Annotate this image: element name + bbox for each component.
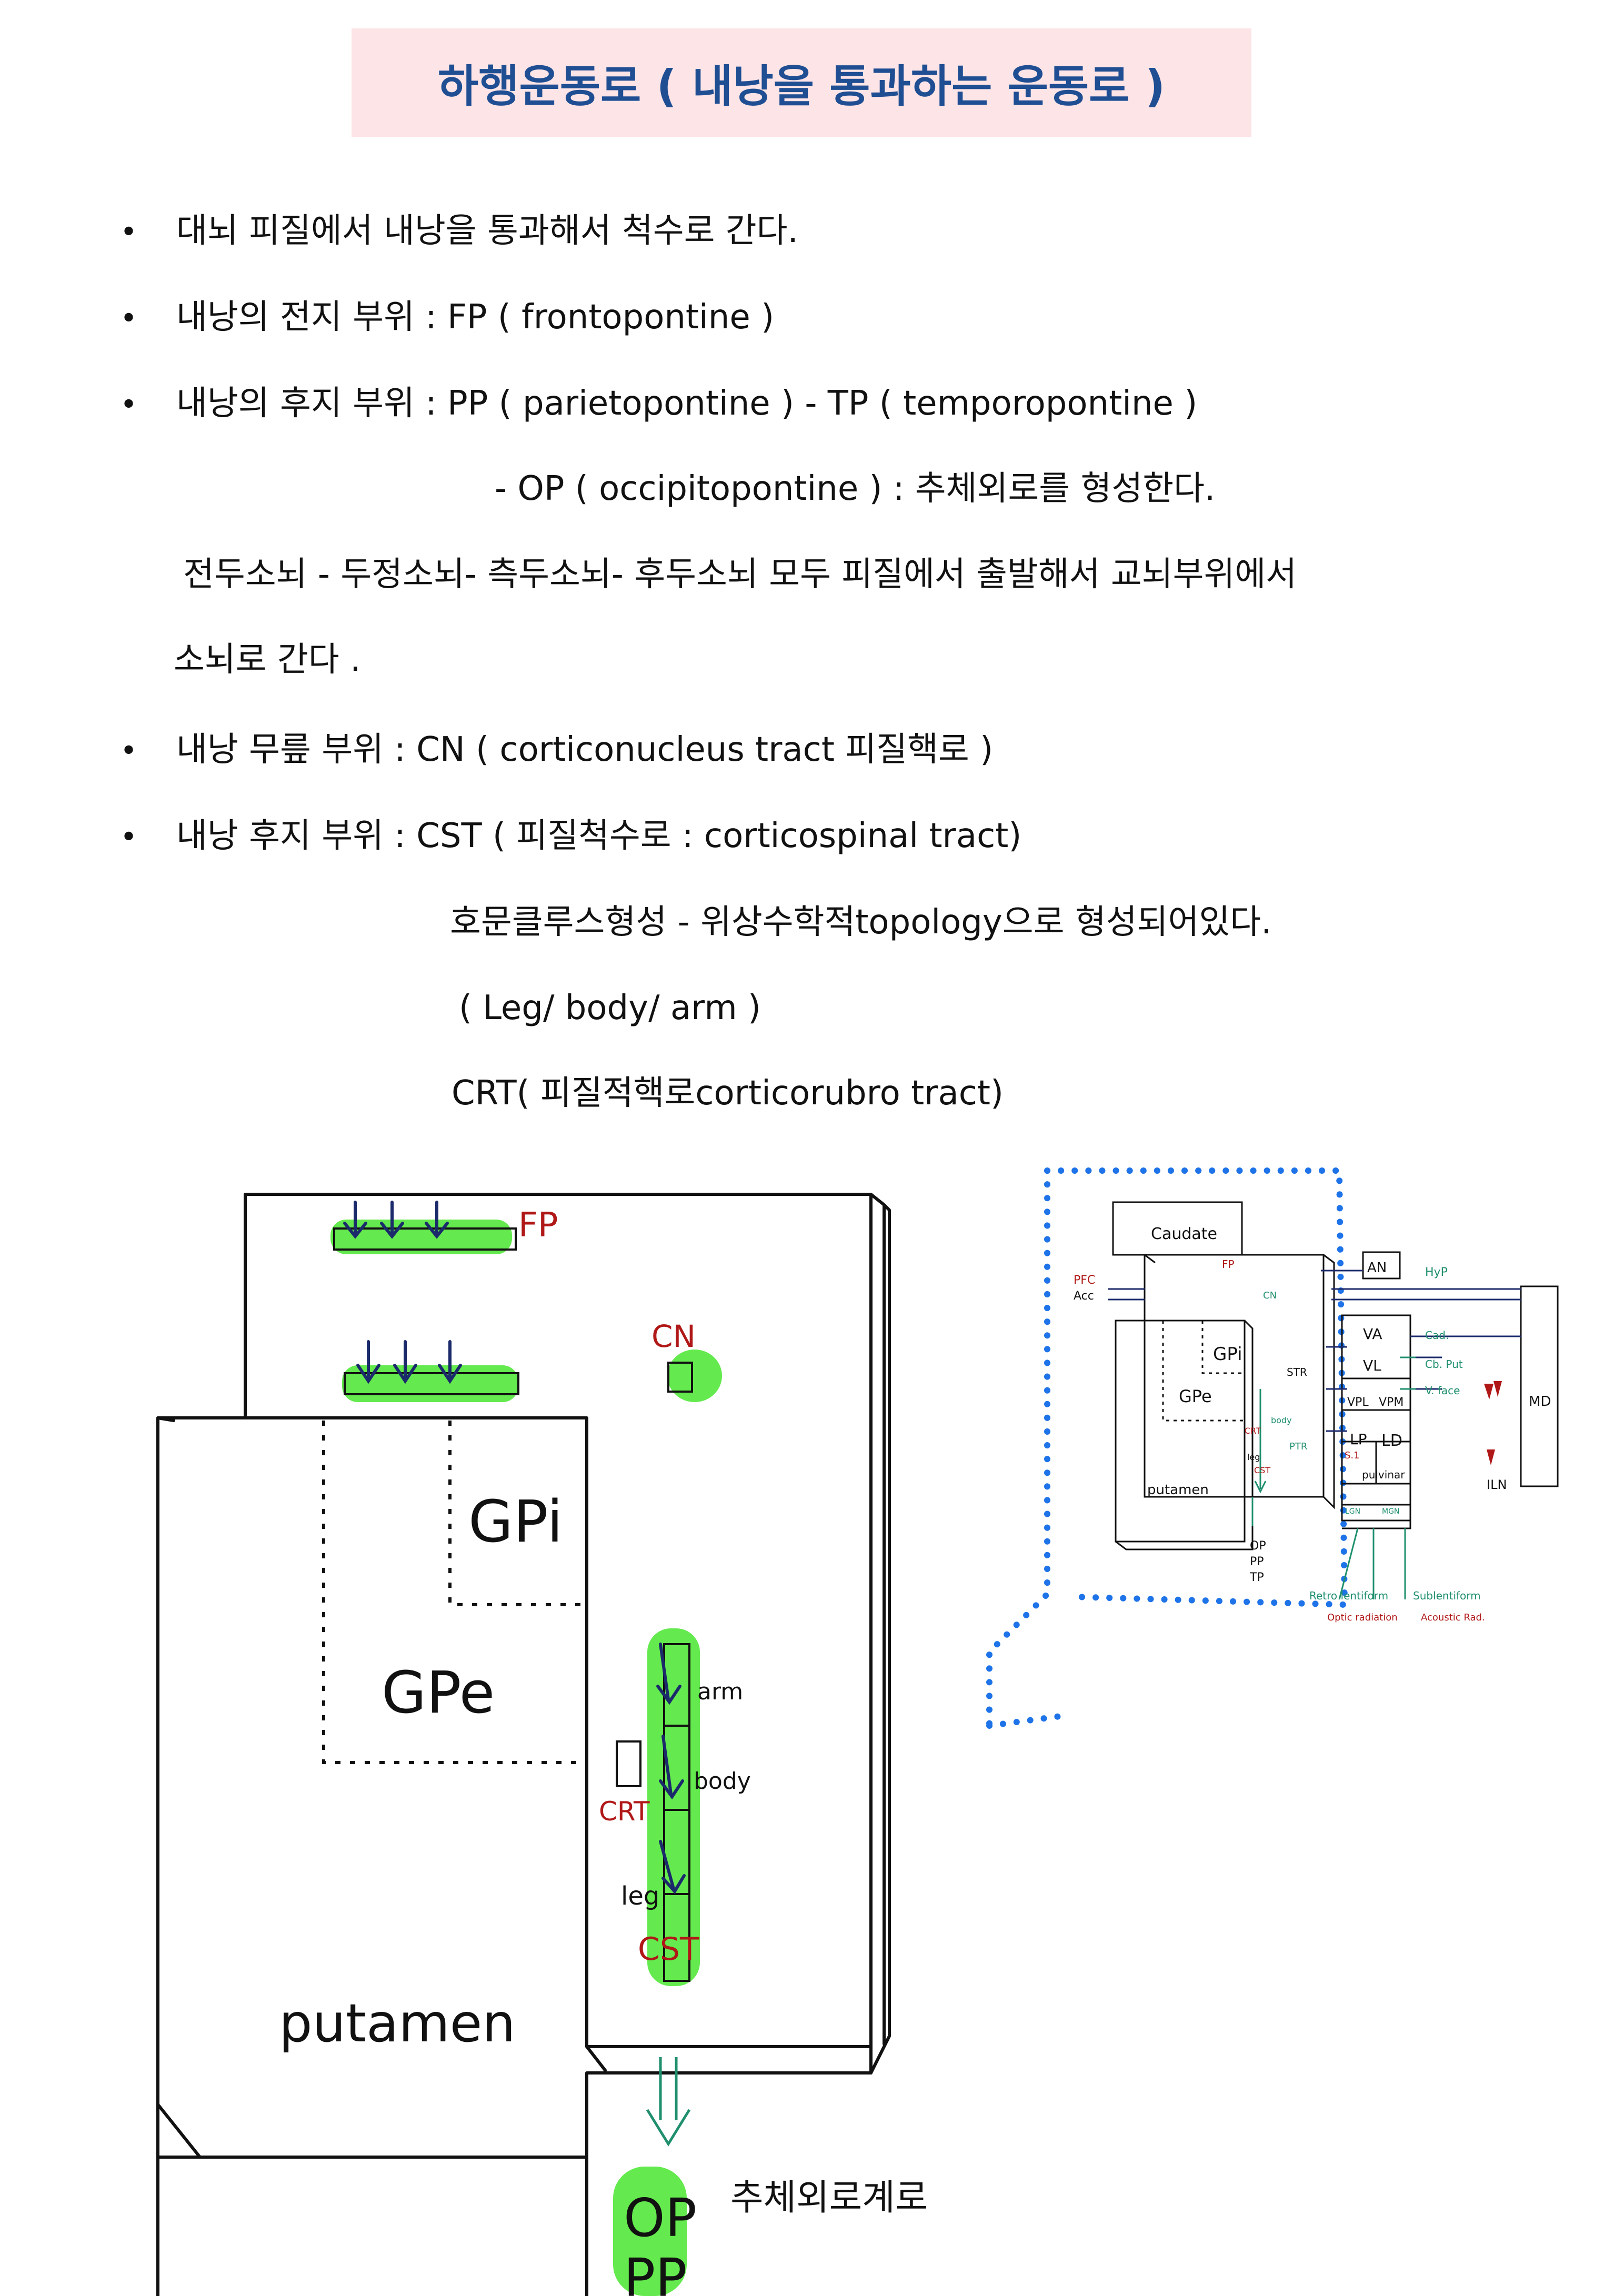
text-line-8: 내낭 후지 부위 : CST ( 피질척수로 : corticospinal t… xyxy=(176,817,1022,855)
text-line-4: - OP ( occipitopontine ) : 추체외로를 형성한다. xyxy=(495,469,1216,508)
small-md-label: MD xyxy=(1529,1394,1551,1409)
caption-label: 추체외로계로 xyxy=(730,2177,928,2219)
small-putamen-label: putamen xyxy=(1147,1482,1209,1498)
cn-highlight xyxy=(667,1350,722,1402)
small-op-label: OP xyxy=(1250,1539,1266,1553)
small-lgn-label: LGN xyxy=(1345,1507,1360,1516)
capsule-right-edge xyxy=(869,1203,891,2075)
small-ptr-label: PTR xyxy=(1289,1441,1307,1452)
small-va-label: VA xyxy=(1363,1325,1382,1343)
small-vl-label: VL xyxy=(1363,1357,1381,1374)
bullet-icon: • xyxy=(120,388,138,422)
small-retro-label: Retro lentiform xyxy=(1309,1589,1388,1602)
small-pp-label: PP xyxy=(1250,1555,1264,1568)
text-line-9: 호문클루스형성 - 위상수학적topology으로 형성되어있다. xyxy=(450,903,1272,942)
small-mgn-label: MGN xyxy=(1382,1507,1399,1516)
text-line-6: 소뇌로 간다 . xyxy=(174,640,361,679)
small-sub-label: Sublentiform xyxy=(1413,1589,1481,1602)
putamen-bottom-edge xyxy=(156,2103,588,2159)
page-title: 하행운동로 ( 내낭을 통과하는 운동로 ) xyxy=(437,60,1166,112)
capsule-top-outline xyxy=(244,1193,886,2075)
cst-label: CST xyxy=(638,1931,699,1968)
small-cbput-label: Cb. Put xyxy=(1425,1358,1463,1371)
body-label: body xyxy=(694,1768,751,1795)
small-pulvinar-label: pulvinar xyxy=(1362,1468,1405,1481)
leg-label: leg xyxy=(621,1881,659,1911)
small-str-label: STR xyxy=(1287,1366,1307,1378)
small-iln-label: ILN xyxy=(1487,1477,1507,1492)
small-crt-label: CRT xyxy=(1245,1426,1261,1436)
small-lp-label: LP xyxy=(1350,1431,1367,1448)
small-optic-label: Optic radiation xyxy=(1327,1612,1398,1623)
small-s1-label: S.1 xyxy=(1345,1450,1360,1461)
crt-label: CRT xyxy=(599,1796,650,1827)
small-tp-label: TP xyxy=(1249,1571,1264,1584)
gpe-outline xyxy=(322,1421,584,1764)
small-ld-label: LD xyxy=(1381,1432,1402,1450)
title-banner: 하행운동로 ( 내낭을 통과하는 운동로 ) xyxy=(352,28,1251,137)
small-cst-label: CST xyxy=(1254,1465,1270,1475)
small-gpe-label: GPe xyxy=(1179,1386,1212,1406)
gpi-label: GPi xyxy=(468,1488,563,1555)
small-pfc-label: PFC xyxy=(1074,1274,1095,1287)
small-gpi-label: GPi xyxy=(1213,1344,1242,1365)
text-line-5: 전두소뇌 - 두정소뇌- 측두소뇌- 후두소뇌 모두 피질에서 출발해서 교뇌부… xyxy=(183,555,1297,594)
text-line-1: 대뇌 피질에서 내낭을 통과해서 척수로 간다. xyxy=(176,212,798,250)
text-line-2: 내낭의 전지 부위 : FP ( frontopontine ) xyxy=(176,298,775,337)
small-leg-label: leg xyxy=(1247,1452,1260,1462)
op-label: OP xyxy=(624,2187,697,2249)
bullet-icon: • xyxy=(120,820,138,854)
small-cn-label: CN xyxy=(1263,1290,1277,1301)
small-an-label: AN xyxy=(1367,1260,1387,1276)
text-line-10: ( Leg/ body/ arm ) xyxy=(459,989,761,1028)
fp-label: FP xyxy=(518,1206,558,1245)
arm-label: arm xyxy=(697,1678,743,1705)
small-cad-label: Cad. xyxy=(1425,1329,1449,1342)
small-vpl-label: VPL xyxy=(1347,1396,1369,1409)
small-hyp-label: HyP xyxy=(1425,1266,1448,1279)
fp-highlight-lower xyxy=(342,1365,518,1402)
text-line-3: 내낭의 후지 부위 : PP ( parietopontine ) - TP (… xyxy=(176,384,1198,423)
pp-label: PP xyxy=(624,2247,687,2296)
op-highlight xyxy=(613,2167,687,2296)
cst-highlight xyxy=(647,1628,700,1986)
small-acc-label: Acc xyxy=(1074,1290,1094,1303)
bullet-icon: • xyxy=(120,734,138,768)
small-acoustic-label: Acoustic Rad. xyxy=(1421,1612,1485,1623)
gpi-outline xyxy=(448,1421,584,1606)
bullet-icon: • xyxy=(120,215,138,249)
cn-label: CN xyxy=(651,1318,696,1354)
small-body-label: body xyxy=(1271,1415,1292,1425)
text-line-11: CRT( 피질적핵로corticorubro tract) xyxy=(452,1074,1004,1113)
bullet-icon: • xyxy=(120,301,138,336)
small-fp-label: FP xyxy=(1222,1258,1235,1271)
putamen-label: putamen xyxy=(279,1992,516,2054)
text-line-7: 내낭 무릎 부위 : CN ( corticonucleus tract 피질핵… xyxy=(176,730,994,769)
gpe-label: GPe xyxy=(382,1659,495,1726)
small-vpm-label: VPM xyxy=(1379,1396,1404,1409)
small-vface-label: V. face xyxy=(1425,1384,1460,1397)
small-caudate-label: Caudate xyxy=(1151,1225,1217,1243)
